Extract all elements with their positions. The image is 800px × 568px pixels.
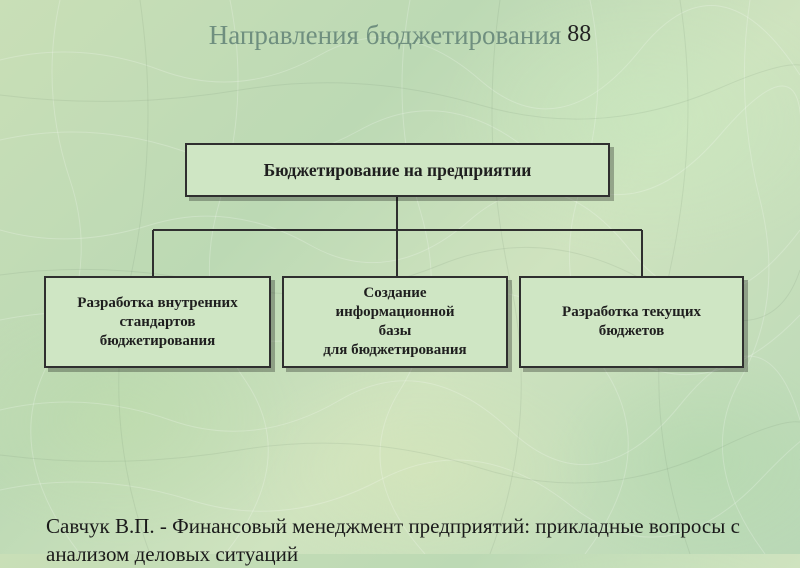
source-citation: Савчук В.П. - Финансовый менеджмент пред… (46, 514, 740, 566)
page-title-text: Направления бюджетирования (208, 20, 562, 50)
diagram-child-box-information-base: Создание информационной базы для бюджети… (282, 276, 508, 368)
diagram-child-box-current-budgets: Разработка текущих бюджетов (519, 276, 744, 368)
diagram-connectors (152, 197, 643, 276)
diagram-child-box-internal-standards: Разработка внутренних стандартов бюджети… (44, 276, 271, 368)
page-number: 88 (567, 21, 592, 47)
diagram-root-box: Бюджетирование на предприятии (185, 143, 610, 197)
